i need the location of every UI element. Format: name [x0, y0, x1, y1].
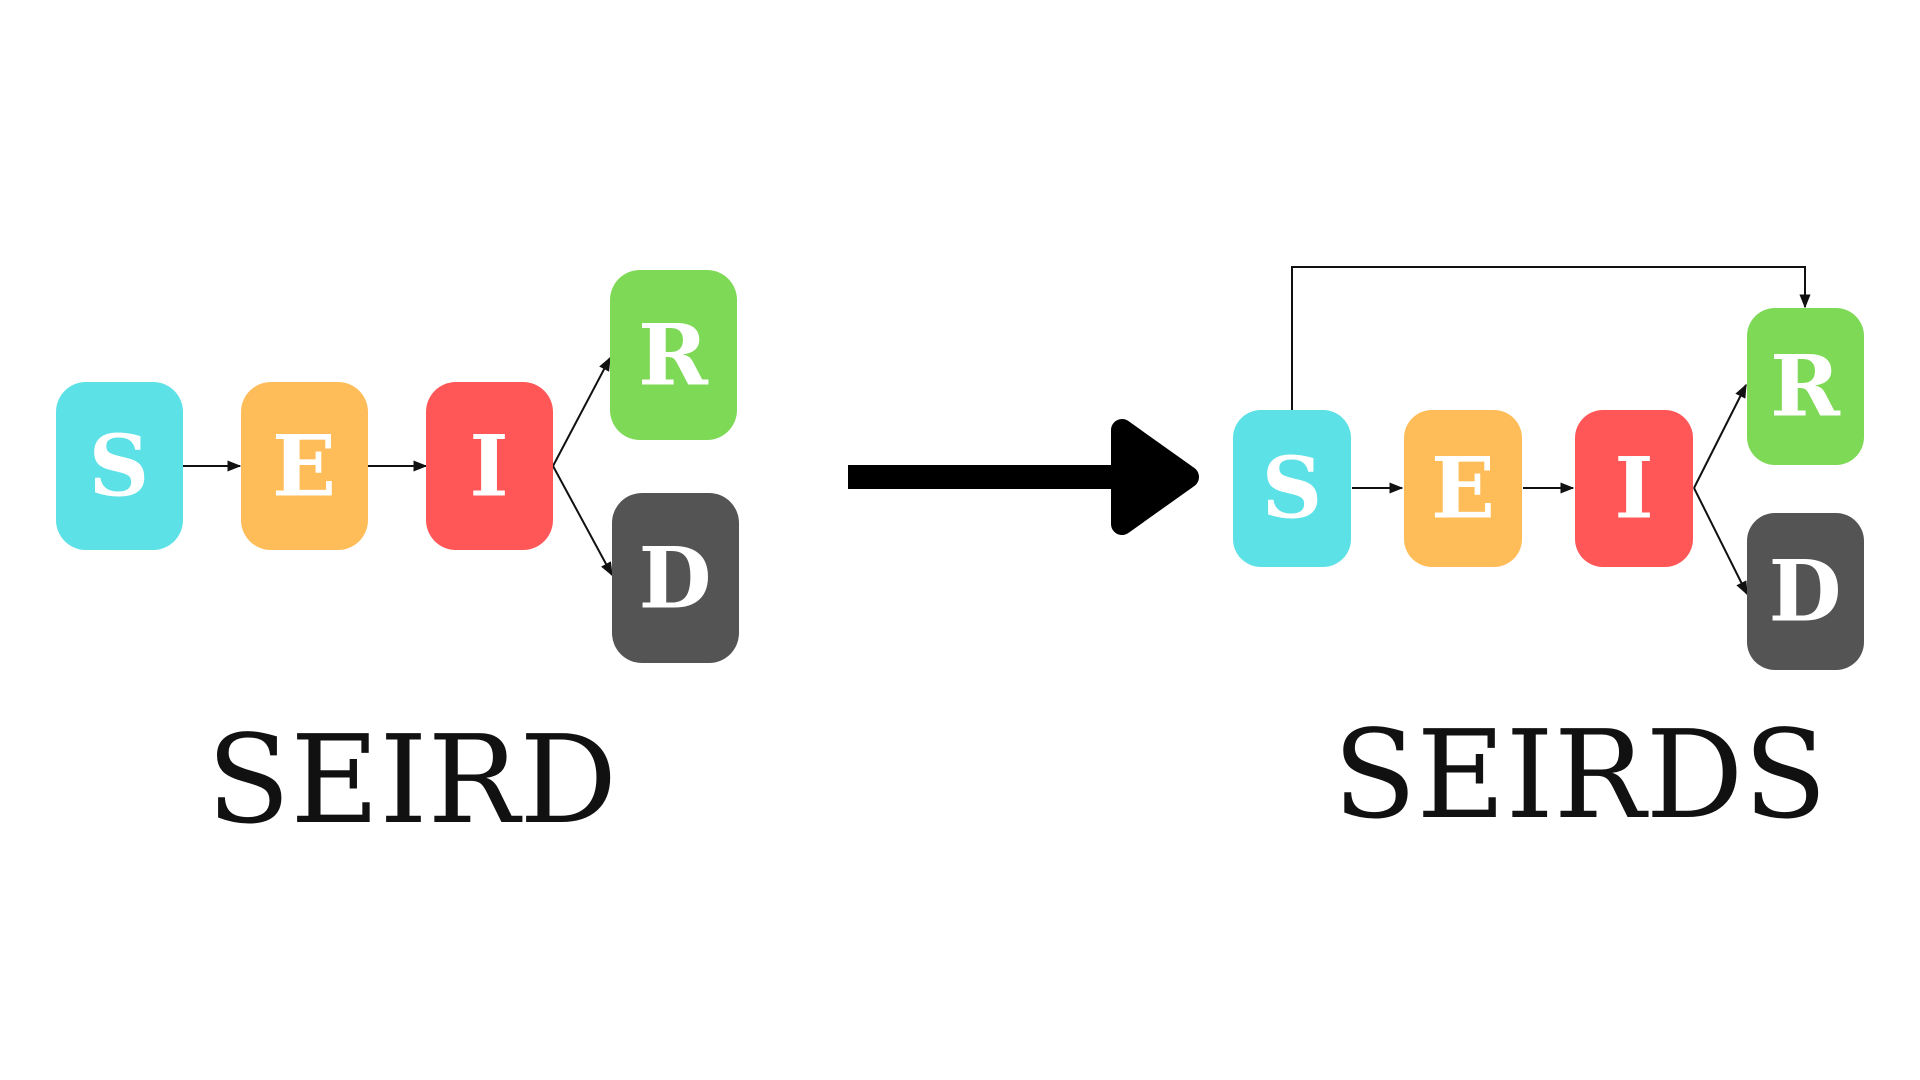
left-edge-i-r: [552, 356, 611, 467]
left-node-s-label: S: [89, 417, 150, 516]
left-node-i: I: [426, 382, 553, 550]
right-node-e: E: [1404, 410, 1522, 567]
right-node-r-box: [1747, 308, 1864, 465]
left-node-s-box: [56, 382, 183, 550]
left-edge-i-d: [552, 465, 613, 577]
left-node-r-box: [610, 270, 737, 440]
left-node-d-label: D: [639, 529, 712, 628]
left-node-s: S: [56, 382, 183, 550]
left-node-r: R: [610, 270, 737, 440]
left-node-i-label: I: [469, 417, 508, 516]
right-node-i-label: I: [1614, 439, 1653, 538]
right-edges: [1291, 266, 1811, 596]
right-node-s: S: [1233, 410, 1351, 567]
left-node-d-box: [612, 493, 739, 663]
right-edge-i-r: [1693, 383, 1747, 489]
left-model-title: SEIRD: [207, 709, 618, 851]
right-node-s-label: S: [1262, 439, 1323, 538]
right-node-d: D: [1747, 513, 1864, 670]
left-node-r-label: R: [638, 306, 709, 405]
right-arrow-head: [1111, 419, 1199, 535]
right-node-i: I: [1575, 410, 1693, 567]
right-node-e-label: E: [1431, 439, 1495, 538]
right-node-r-label: R: [1770, 337, 1841, 436]
right-model: S E I R D SEIRDS: [1233, 266, 1864, 846]
right-node-r: R: [1747, 308, 1864, 465]
right-edge-i-d: [1693, 487, 1748, 596]
left-node-i-box: [426, 382, 553, 550]
left-node-e-box: [241, 382, 368, 550]
left-model: S E I R D SEIRD: [56, 270, 739, 851]
right-edge-s-r-feedback: [1291, 266, 1811, 410]
right-node-i-box: [1575, 410, 1693, 567]
right-node-d-label: D: [1769, 542, 1842, 641]
left-edges: [183, 356, 613, 577]
right-node-e-box: [1404, 410, 1522, 567]
right-node-s-box: [1233, 410, 1351, 567]
left-node-d: D: [612, 493, 739, 663]
left-node-e: E: [241, 382, 368, 550]
right-model-title: SEIRDS: [1333, 704, 1827, 846]
right-arrow-icon: [848, 419, 1199, 535]
right-node-d-box: [1747, 513, 1864, 670]
left-node-e-label: E: [272, 417, 336, 516]
